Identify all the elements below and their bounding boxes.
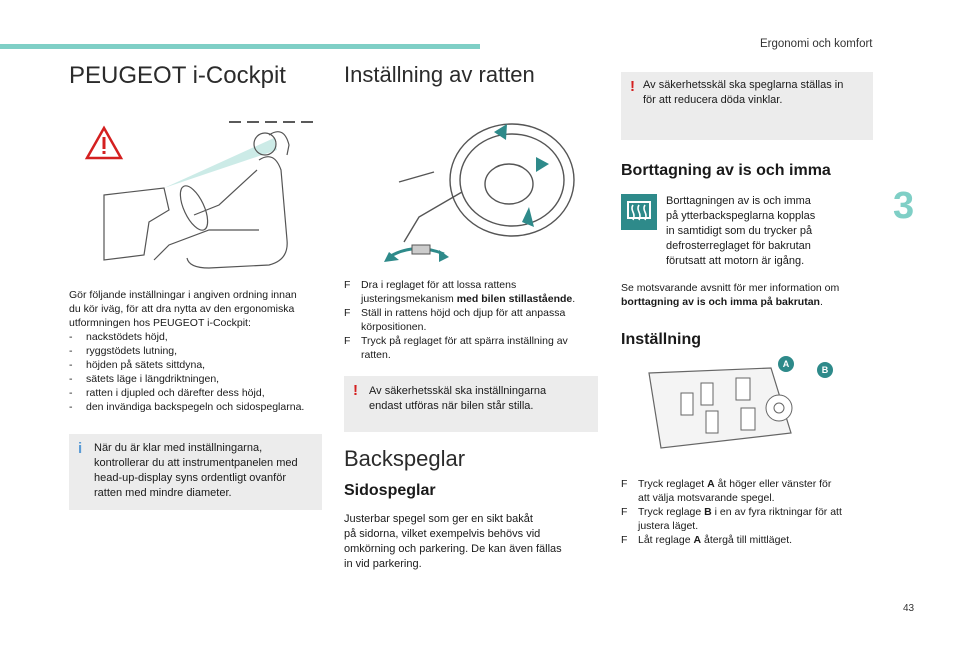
mirror-warning-note: ! Av säkerhetsskäl ska speglarna ställas…: [621, 72, 873, 140]
note-line: Av säkerhetsskäl ska inställningarna: [369, 385, 547, 397]
note-line: kontrollerar du att instrumentpanelen me…: [94, 457, 298, 469]
info-note: i När du är klar med inställningarna, ko…: [69, 434, 322, 510]
note-line: head-up-display syns ordentligt ovanför: [94, 472, 287, 484]
page-number: 43: [903, 603, 915, 614]
driver-seat-diagram: [84, 121, 313, 269]
list-item: -ratten i djupled och därefter dess höjd…: [69, 387, 265, 399]
side-mirrors-text: Justerbar spegel som ger en sikt bakåt p…: [344, 513, 562, 570]
cockpit-title: PEUGEOT i-Cockpit: [69, 62, 286, 89]
section-title: Ergonomi och komfort: [760, 38, 873, 50]
list-item: -sätets läge i längdriktningen,: [69, 373, 220, 385]
rear-defrost-icon: [621, 194, 657, 230]
warning-icon: !: [353, 382, 358, 399]
defrost-reference: Se motsvarande avsnitt för mer informati…: [621, 282, 840, 308]
driver-position-illustration: [69, 110, 322, 272]
note-line: När du är klar med inställningarna,: [94, 442, 263, 454]
defrost-block: Borttagningen av is och imma på ytterbac…: [621, 194, 873, 269]
steering-title: Inställning av ratten: [344, 62, 535, 87]
list-item: -ryggstödets lutning,: [69, 345, 178, 357]
setting-title: Inställning: [621, 331, 701, 348]
intro-line: utformningen hos PEUGEOT i-Cockpit:: [69, 317, 251, 329]
label-b-badge: B: [817, 362, 833, 378]
list-item: -den invändiga backspegeln och sidospegl…: [69, 401, 305, 413]
warning-note: ! Av säkerhetsskäl ska inställningarna e…: [344, 376, 598, 432]
label-a-badge: A: [778, 356, 794, 372]
cockpit-intro: Gör följande inställningar i angiven ord…: [69, 288, 322, 330]
note-line: ratten med mindre diameter.: [94, 487, 232, 499]
mirrors-title: Backspeglar: [344, 446, 466, 471]
mirror-control-illustration: A B: [621, 356, 873, 461]
info-icon: i: [78, 440, 83, 457]
adjustment-steps: -nackstödets höjd, -ryggstödets lutning,…: [69, 330, 322, 414]
side-mirrors-title: Sidospeglar: [344, 482, 436, 499]
column-cockpit: PEUGEOT i-Cockpit: [69, 62, 322, 510]
header-accent-bar: [0, 44, 480, 49]
steering-wheel-diagram: [384, 123, 575, 262]
intro-line: Gör följande inställningar i angiven ord…: [69, 289, 297, 301]
note-line: endast utföras när bilen står stilla.: [369, 400, 534, 412]
intro-line: du kör iväg, för att dra nytta av den er…: [69, 303, 295, 315]
steering-illustration: [344, 102, 598, 264]
chapter-number: 3: [893, 185, 915, 227]
warning-icon: !: [630, 78, 635, 95]
warning-triangle-icon: [84, 125, 124, 160]
list-item: -nackstödets höjd,: [69, 331, 168, 343]
column-mirrors: ! Av säkerhetsskäl ska speglarna ställas…: [621, 72, 873, 547]
mirror-switch-diagram: [648, 367, 793, 449]
defrost-title: Borttagning av is och imma: [621, 162, 831, 179]
list-item: -höjden på sätets sittdyna,: [69, 359, 206, 371]
